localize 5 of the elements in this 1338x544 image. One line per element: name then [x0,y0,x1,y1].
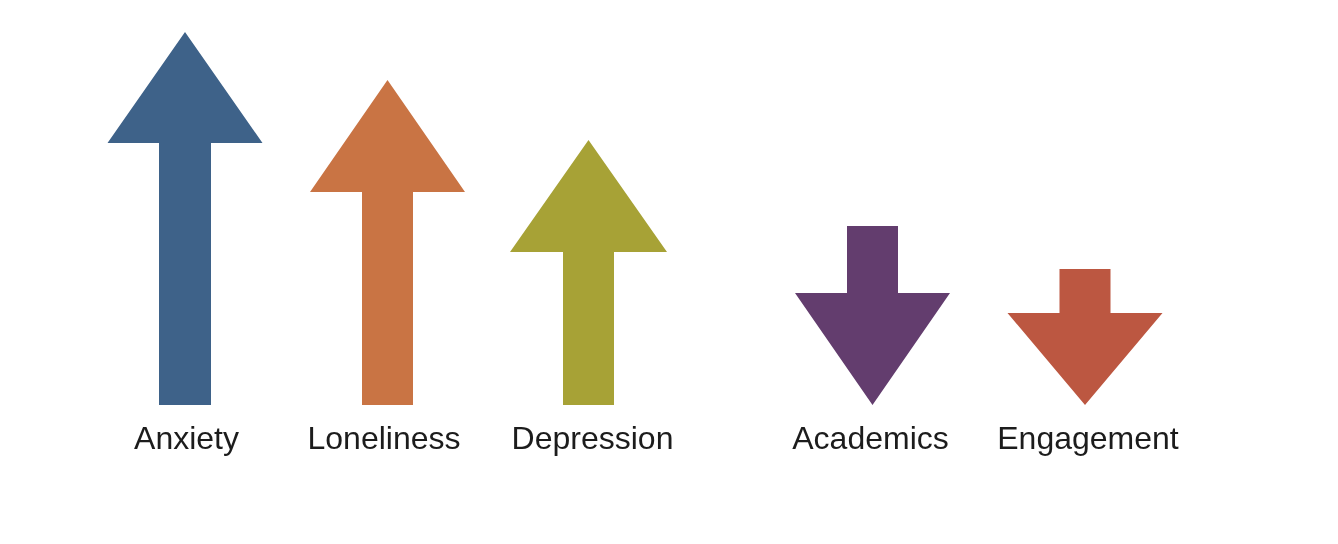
category-label: Anxiety [134,420,239,457]
category-label: Academics [792,420,949,457]
category-label: Loneliness [307,420,461,457]
category-label: Engagement [997,420,1179,457]
category-label: Depression [511,420,674,457]
